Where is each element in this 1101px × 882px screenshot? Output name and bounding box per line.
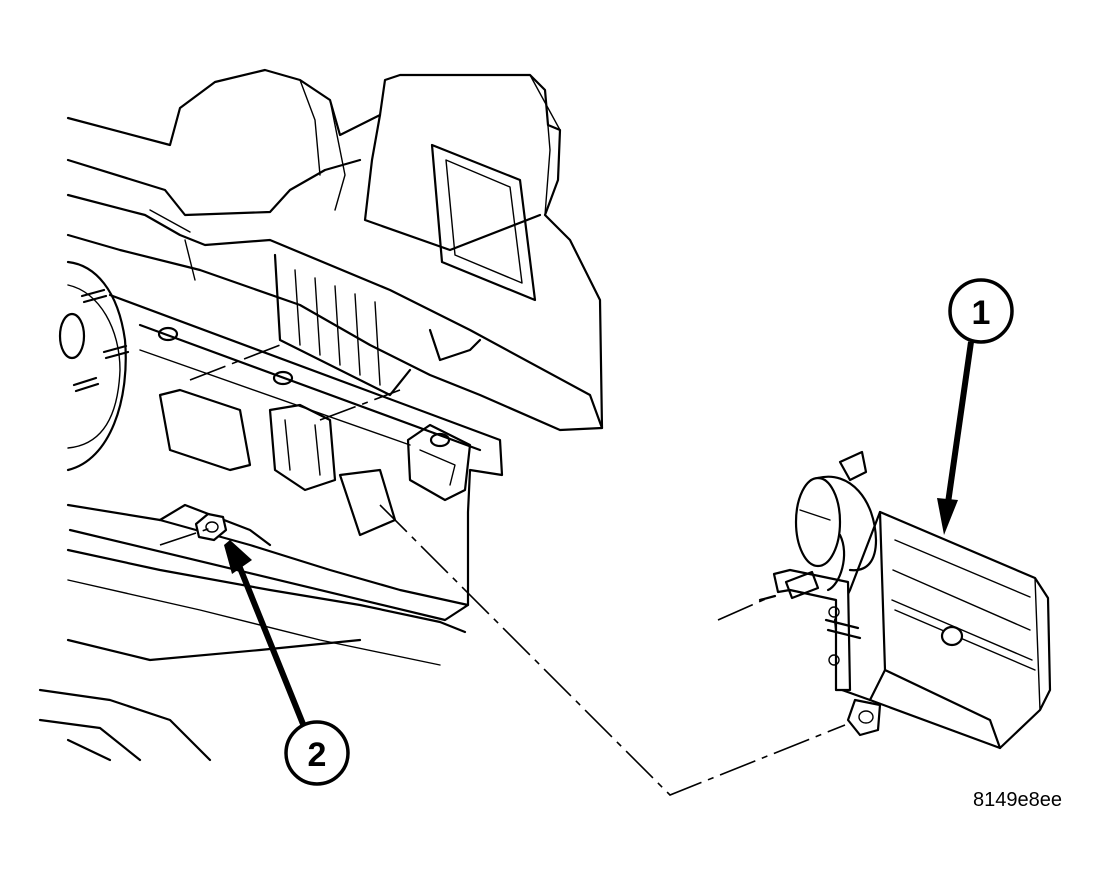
vehicle-underbody <box>38 68 604 762</box>
figure-code: 8149e8ee <box>973 789 1062 811</box>
alignment-lines <box>159 344 946 796</box>
callout-2-arrowhead <box>224 540 252 574</box>
callout-2-arrow-shaft <box>233 556 306 726</box>
callout-2: 2 <box>224 540 350 786</box>
callout-1-arrowhead <box>937 498 958 535</box>
callout-1-circle <box>948 278 1014 344</box>
callout-1: 1 <box>937 278 1014 535</box>
callout-2-circle <box>284 720 350 786</box>
callout-2-label: 2 <box>308 736 327 774</box>
module-assembly <box>758 450 1052 750</box>
callout-1-label: 1 <box>972 294 991 332</box>
callout-1-arrow-shaft <box>944 341 974 511</box>
